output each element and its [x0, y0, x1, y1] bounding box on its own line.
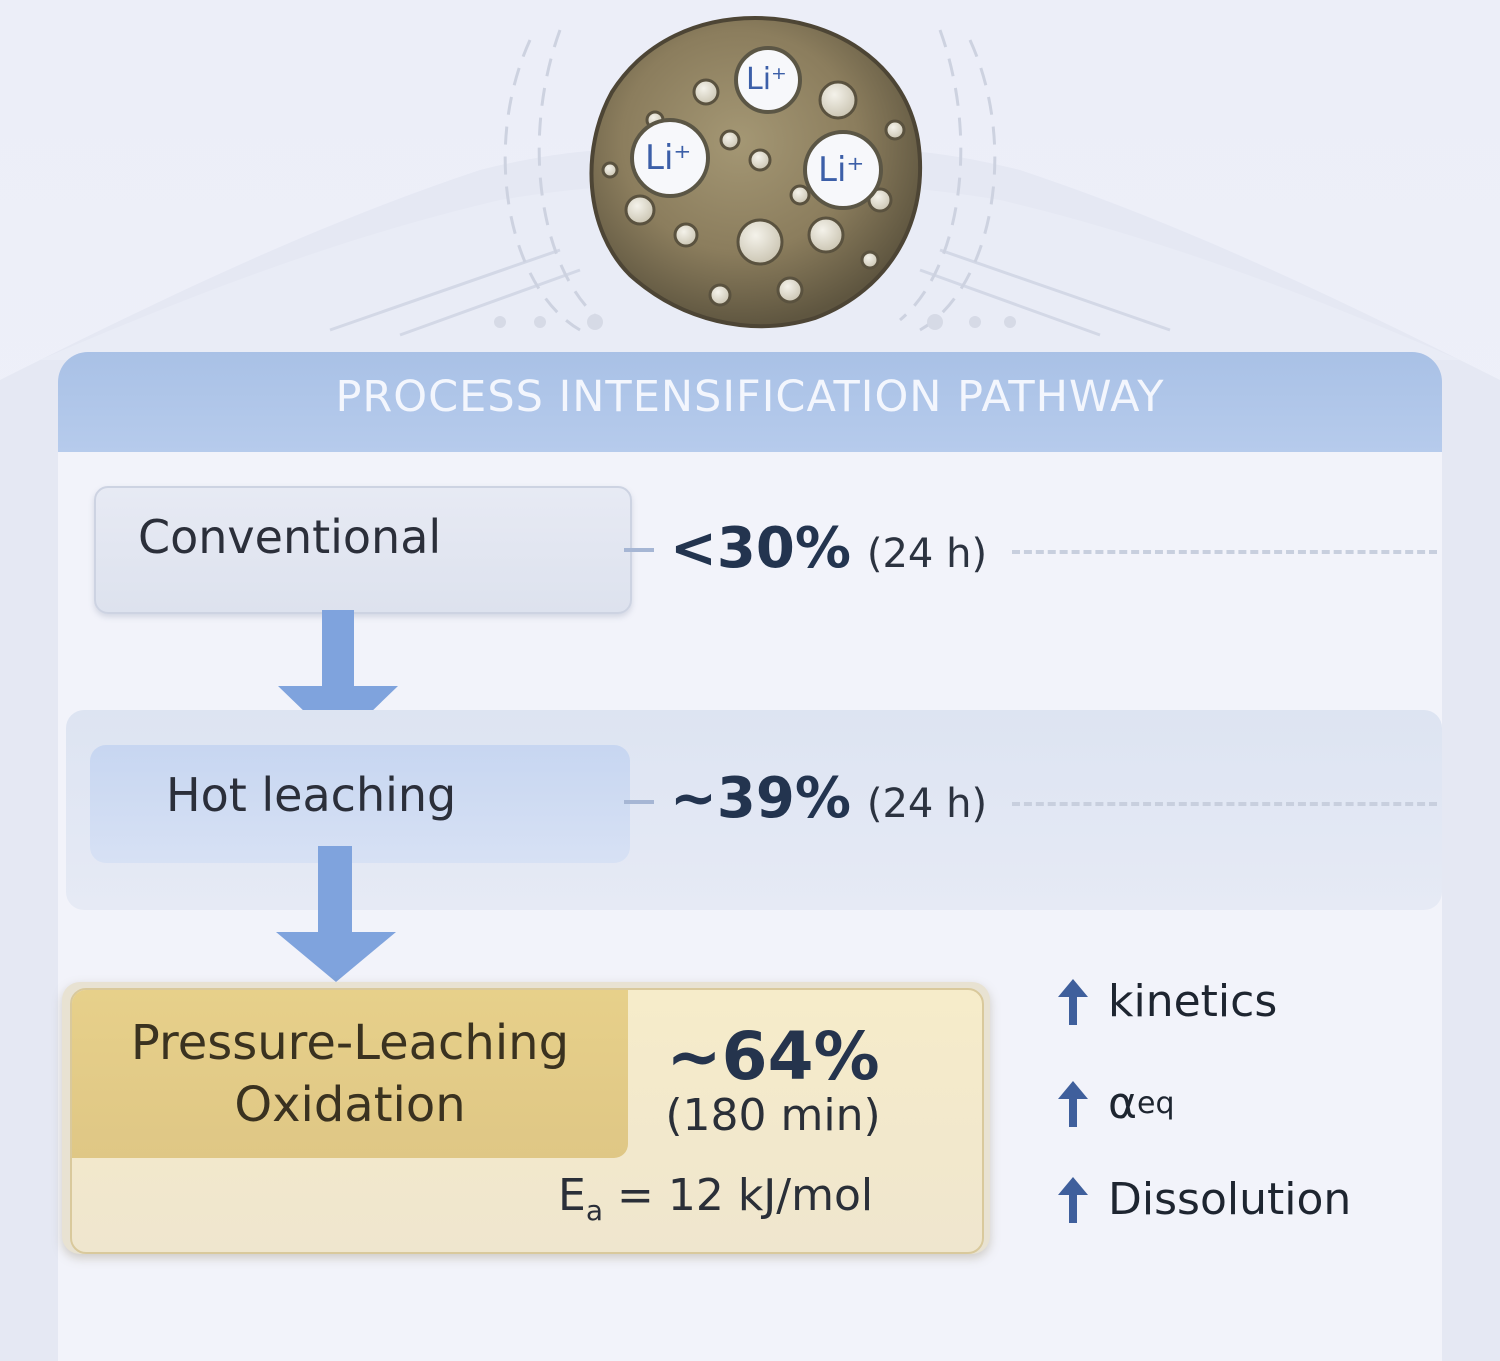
stage-hot-leaching-label: Hot leaching [166, 768, 457, 822]
dashed-guide [1012, 802, 1437, 806]
li-ion-label: Li⁺ [746, 62, 787, 97]
connector-tick [624, 548, 654, 552]
down-arrow-icon [276, 846, 396, 982]
up-arrow-icon [1058, 1176, 1088, 1223]
effect-label: α [1108, 1078, 1138, 1129]
orbit-rings [503, 29, 997, 332]
effect-dissolution: Dissolution [1058, 1174, 1351, 1225]
label-line-1: Pressure-Leaching [130, 1015, 570, 1071]
duration-value: (24 h) [866, 531, 988, 577]
radiating-lines [329, 248, 1171, 337]
ea-value: = 12 kJ/mol [616, 1170, 874, 1221]
stage-hot-leaching-result: ~39% (24 h) [670, 766, 987, 831]
effect-label: kinetics [1108, 976, 1278, 1027]
stage-conventional-result: <30% (24 h) [670, 516, 987, 581]
ea-subscript: a [585, 1193, 603, 1227]
up-arrow-icon [1058, 1080, 1088, 1127]
activation-energy: Ea = 12 kJ/mol [558, 1170, 873, 1227]
stage-hot-leaching-box [90, 745, 630, 863]
effect-subscript: eq [1137, 1086, 1175, 1121]
stage-conventional-box [94, 486, 632, 614]
li-ion-label: Li⁺ [645, 138, 692, 178]
up-arrow-icon [1058, 978, 1088, 1025]
recovery-value: <30% [670, 516, 851, 581]
pathway-title: PROCESS INTENSIFICATION PATHWAY [335, 372, 1165, 422]
stage-pressure-label-bg [72, 990, 628, 1158]
effect-kinetics: kinetics [1058, 976, 1277, 1027]
stage-conventional-label: Conventional [138, 510, 442, 564]
ea-symbol: E [558, 1170, 586, 1221]
stage-pressure-duration: (180 min) [665, 1090, 881, 1141]
stage-pressure-recovery: ~64% [666, 1018, 880, 1095]
lithium-ore-particle [589, 15, 923, 329]
pathway-header [58, 352, 1442, 452]
duration-value: (24 h) [866, 781, 988, 827]
effect-label: Dissolution [1108, 1174, 1352, 1225]
li-ion-label: Li⁺ [818, 150, 865, 190]
stage-pressure-leaching-label: Pressure-Leaching Oxidation [72, 1012, 628, 1136]
connector-tick [624, 800, 654, 804]
dashed-guide [1012, 550, 1437, 554]
li-ion-bubbles [630, 46, 883, 210]
dot-row [494, 314, 1016, 330]
recovery-value: ~39% [670, 766, 851, 831]
label-line-2: Oxidation [234, 1077, 466, 1133]
